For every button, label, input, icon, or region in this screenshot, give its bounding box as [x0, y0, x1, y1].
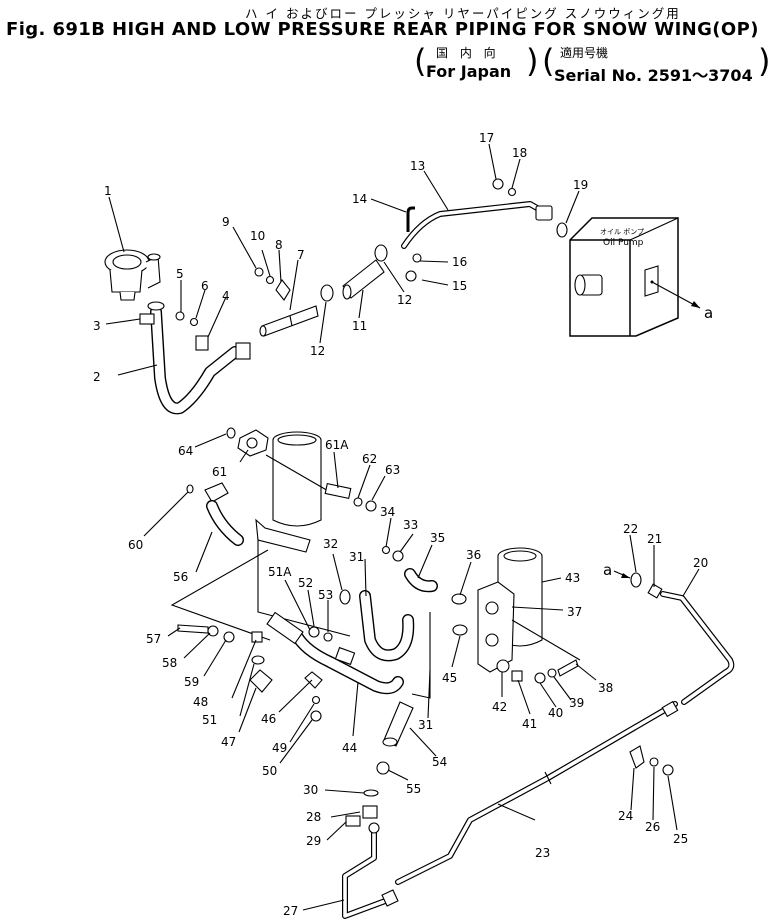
callout-10: 10	[250, 229, 265, 243]
callout-39: 39	[569, 696, 584, 710]
callout-61: 61	[212, 465, 227, 479]
connector-mark-a: a	[603, 561, 612, 579]
callout-55: 55	[406, 782, 421, 796]
serial-en: Serial No. 2591～3704	[554, 66, 753, 85]
right-filter	[477, 547, 581, 684]
callout-41: 41	[522, 717, 537, 731]
callout-64: 64	[178, 444, 193, 458]
open-paren: (	[542, 42, 555, 80]
upper-piping	[104, 178, 568, 415]
callout-31: 31	[418, 718, 433, 732]
callout-12: 12	[310, 344, 325, 358]
callout-59: 59	[184, 675, 199, 689]
callout-62: 62	[362, 452, 377, 466]
callout-19: 19	[573, 178, 588, 192]
close-paren: )	[526, 42, 539, 80]
figure-title: Fig. 691B HIGH AND LOW PRESSURE REAR PIP…	[6, 19, 759, 40]
callout-28: 28	[306, 810, 321, 824]
callout-18: 18	[512, 146, 527, 160]
callout-33: 33	[403, 518, 418, 532]
callout-36: 36	[466, 548, 481, 562]
callout-34: 34	[380, 505, 395, 519]
callout-50: 50	[262, 764, 277, 778]
callout-53: 53	[318, 588, 333, 602]
callout-22: 22	[623, 522, 638, 536]
callout-9: 9	[222, 215, 230, 229]
callout-43: 43	[565, 571, 580, 585]
callout-56: 56	[173, 570, 188, 584]
callout-30: 30	[303, 783, 318, 797]
destination-jp: 国 内 向	[436, 46, 500, 60]
callout-24: 24	[618, 809, 633, 823]
callout-46: 46	[261, 712, 276, 726]
callout-6: 6	[201, 279, 209, 293]
callout-14: 14	[352, 192, 367, 206]
callout-58: 58	[162, 656, 177, 670]
pump-label-jp: オイル ポンプ	[600, 228, 644, 236]
callout-12: 12	[397, 293, 412, 307]
callout-40: 40	[548, 706, 563, 720]
callout-8: 8	[275, 238, 283, 252]
callout-42: 42	[492, 700, 507, 714]
callout-38: 38	[598, 681, 613, 695]
callout-17: 17	[479, 131, 494, 145]
callout-63: 63	[385, 463, 400, 477]
filter-group	[170, 427, 468, 775]
callout-21: 21	[647, 532, 662, 546]
callout-4: 4	[222, 289, 230, 303]
callout-29: 29	[306, 834, 321, 848]
destination-en: For Japan	[426, 62, 512, 81]
callout-57: 57	[146, 632, 161, 646]
close-paren: )	[758, 42, 771, 80]
callout-45: 45	[442, 671, 457, 685]
japanese-title: ハ イ およびロー プレッシャ リヤーパイピング スノウウィング用	[245, 6, 681, 21]
callout-51: 51	[202, 713, 217, 727]
callout-32: 32	[323, 537, 338, 551]
callout-13: 13	[410, 159, 425, 173]
callout-11: 11	[352, 319, 367, 333]
callout-61A: 61A	[325, 438, 349, 452]
callout-44: 44	[342, 741, 357, 755]
callout-48: 48	[193, 695, 208, 709]
callout-52: 52	[298, 576, 313, 590]
pump-label-en: Oil Pump	[603, 238, 644, 248]
callout-60: 60	[128, 538, 143, 552]
callout-25: 25	[673, 832, 688, 846]
destination-note: ( 国 内 向 For Japan )	[414, 42, 540, 82]
callout-26: 26	[645, 820, 660, 834]
open-paren: (	[414, 42, 427, 80]
callout-35: 35	[430, 531, 445, 545]
serial-jp: 適用号機	[560, 46, 609, 60]
callout-16: 16	[452, 255, 467, 269]
callout-labels: 1 2 3 4 5 6 7 8 9 10 11 12 12 13 14 15 1…	[93, 131, 708, 918]
lower-piping	[342, 572, 735, 919]
callout-2: 2	[93, 370, 101, 384]
callout-37: 37	[567, 605, 582, 619]
callout-20: 20	[693, 556, 708, 570]
callout-49: 49	[272, 741, 287, 755]
oil-pump: オイル ポンプ Oil Pump	[569, 217, 701, 337]
connector-mark-a: a	[704, 304, 713, 322]
callout-3: 3	[93, 319, 101, 333]
callout-51A: 51A	[268, 565, 292, 579]
callout-23: 23	[535, 846, 550, 860]
callout-15: 15	[452, 279, 467, 293]
callout-5: 5	[176, 267, 184, 281]
callout-7: 7	[297, 248, 305, 262]
callout-1: 1	[104, 184, 112, 198]
callout-47: 47	[221, 735, 236, 749]
serial-note: ( 適用号機 Serial No. 2591～3704 )	[542, 42, 771, 85]
callout-27: 27	[283, 904, 298, 918]
callout-31: 31	[349, 550, 364, 564]
callout-54: 54	[432, 755, 447, 769]
leader-lines	[105, 143, 700, 911]
